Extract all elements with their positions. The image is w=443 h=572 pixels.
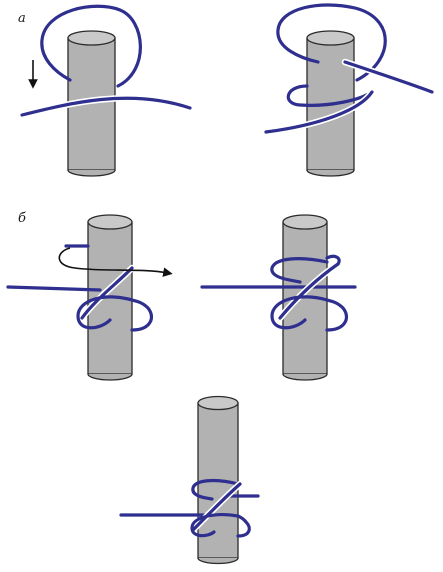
curved-arrow-icon — [58, 247, 173, 277]
step-c — [119, 395, 260, 565]
step-a1: а — [18, 4, 194, 177]
rope — [119, 478, 260, 538]
step-a2 — [262, 3, 436, 177]
step-label-b: б — [18, 211, 26, 226]
step-b1: б — [6, 211, 173, 381]
rope — [18, 4, 194, 119]
step-label-a: а — [18, 11, 26, 26]
rope — [6, 244, 154, 332]
post — [67, 30, 116, 177]
rope — [200, 254, 357, 332]
step-b2 — [200, 214, 357, 381]
rope — [262, 3, 436, 136]
